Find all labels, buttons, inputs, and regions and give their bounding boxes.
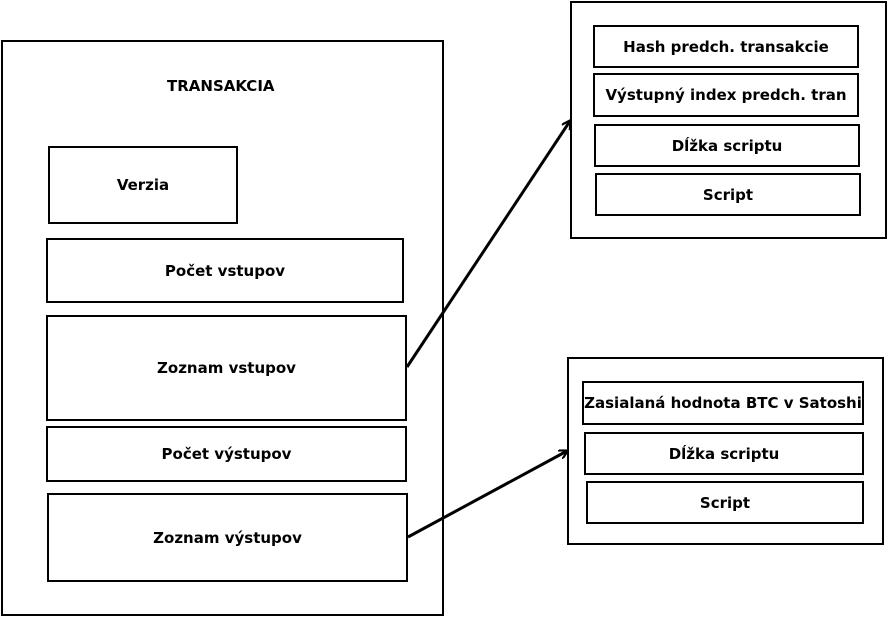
field-prev-tx-hash: Hash predch. transakcie	[593, 25, 859, 68]
field-prev-output-index: Výstupný index predch. tran	[593, 73, 859, 117]
field-input-list: Zoznam vstupov	[46, 315, 407, 421]
field-output-list: Zoznam výstupov	[47, 493, 408, 582]
field-input-count: Počet vstupov	[46, 238, 404, 303]
field-output-count: Počet výstupov	[46, 426, 407, 482]
field-output-script-length: Dĺžka scriptu	[584, 432, 864, 475]
field-output-script: Script	[586, 481, 864, 524]
field-version: Verzia	[48, 146, 238, 224]
field-output-value: Zasialaná hodnota BTC v Satoshi	[582, 381, 864, 425]
field-input-script: Script	[595, 173, 861, 216]
transaction-title: TRANSAKCIA	[167, 77, 275, 95]
field-input-script-length: Dĺžka scriptu	[594, 124, 860, 167]
